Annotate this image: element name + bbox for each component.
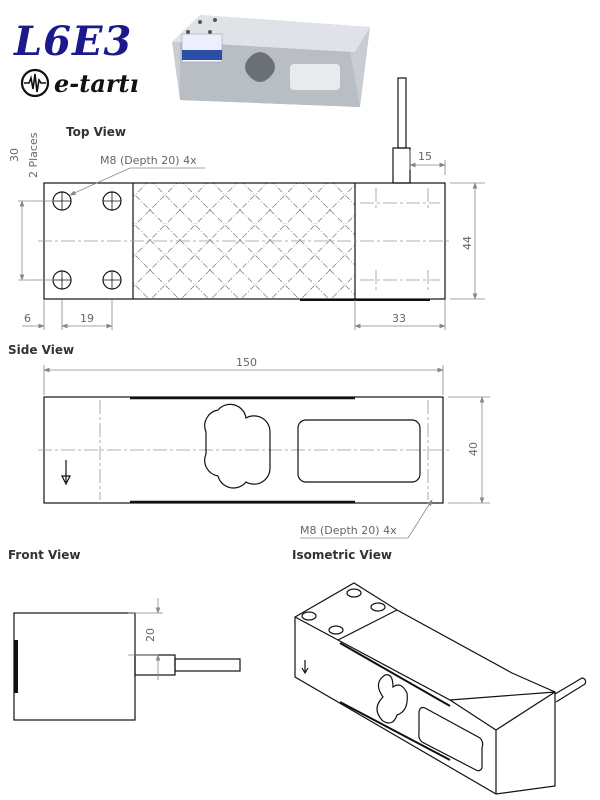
arrow-down-icon — [301, 660, 309, 675]
top-view-label: Top View — [66, 125, 126, 139]
cable — [174, 658, 241, 672]
width-dim: 44 — [461, 236, 474, 250]
height-dim: 40 — [467, 442, 480, 456]
model-title: L6E3 — [14, 18, 133, 65]
edge-offset-dim: 6 — [24, 312, 31, 325]
length-dim: 150 — [236, 356, 257, 369]
mounting-holes — [52, 191, 122, 290]
load-cell-photo — [172, 15, 370, 107]
front-outline — [13, 612, 136, 721]
top-view: Top View M8 (Depth 20) 4x 30 2 Places 6 … — [8, 77, 485, 330]
block-length-dim: 33 — [392, 312, 406, 325]
cable-offset-dim: 15 — [418, 150, 432, 163]
top-thread-note: M8 (Depth 20) 4x — [100, 154, 197, 167]
waveform-icon — [20, 68, 50, 98]
brand-name: e-tartı — [54, 68, 139, 98]
cable — [397, 77, 407, 149]
strain-slot — [204, 403, 271, 489]
arrow-down-icon — [61, 460, 71, 486]
hole-spacing-dim: 30 — [8, 148, 21, 162]
hatched-window — [297, 419, 421, 483]
isometric-view-label: Isometric View — [292, 548, 392, 562]
side-view: Side View 150 40 M8 (Depth 20) 4x — [8, 343, 490, 539]
front-view-label: Front View — [8, 548, 80, 562]
cable-gland — [134, 654, 176, 676]
hole-pitch-dim: 19 — [80, 312, 94, 325]
cable-height-dim: 20 — [144, 628, 157, 642]
hole-spacing-note: 2 Places — [27, 132, 40, 178]
brand-logo: e-tartı — [20, 68, 139, 98]
side-thread-note: M8 (Depth 20) 4x — [300, 524, 397, 537]
front-view: Front View 20 — [8, 548, 241, 721]
side-view-label: Side View — [8, 343, 74, 357]
cable-gland — [392, 147, 411, 184]
isometric-view: Isometric View — [292, 548, 587, 795]
